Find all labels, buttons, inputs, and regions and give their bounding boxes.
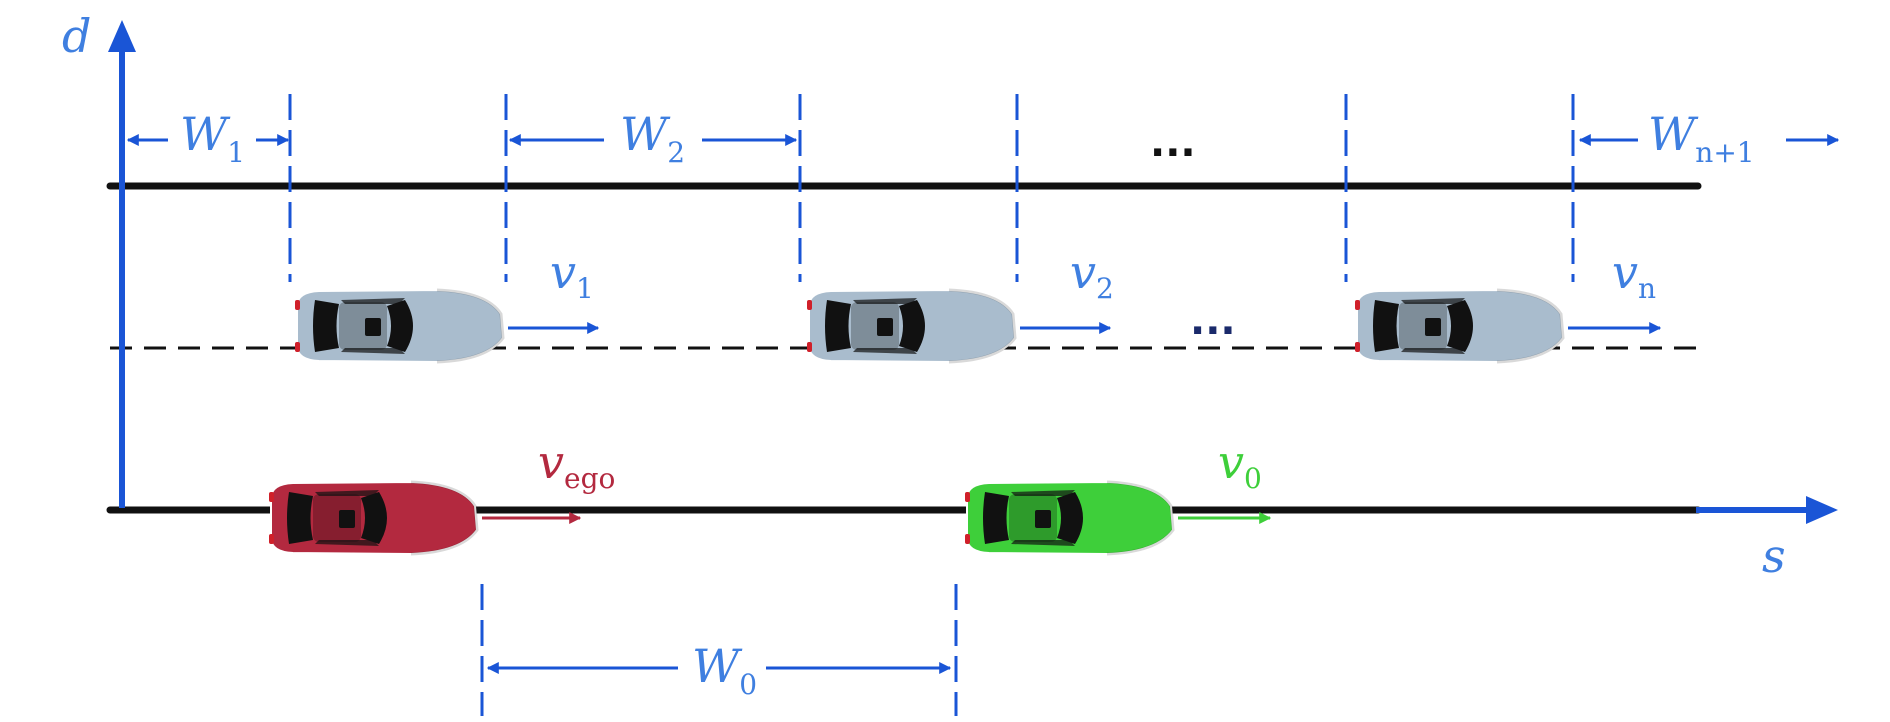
- velocity-label-vego: vego: [538, 435, 615, 495]
- d-axis-label: d: [62, 9, 91, 63]
- gap-w0-label: W0: [692, 639, 757, 701]
- velocity-label-v0: v0: [1218, 435, 1262, 495]
- velocity-label-v1: v1: [550, 245, 594, 305]
- s-axis-arrowhead: [1806, 496, 1838, 524]
- surrounding-car-2: [805, 288, 1017, 364]
- gap-markers-top: [288, 94, 1575, 282]
- front-car: [963, 480, 1175, 556]
- s-axis-label: s: [1762, 529, 1786, 583]
- gap-w2: W2: [508, 107, 798, 169]
- gap-wn1-label: Wn+1: [1648, 107, 1755, 169]
- d-axis-arrowhead: [108, 20, 136, 52]
- velocity-label-vn: vn: [1612, 245, 1656, 305]
- gap-w2-label: W2: [620, 107, 685, 169]
- gap-w1-label: W1: [180, 107, 245, 169]
- ellipsis-middle: ...: [1190, 298, 1236, 344]
- ego-car: [267, 480, 479, 556]
- ellipsis-top: ...: [1150, 120, 1196, 166]
- gap-w1: W1: [126, 107, 290, 169]
- gap-w0: W0: [486, 639, 952, 701]
- gap-markers-bottom: [480, 584, 958, 716]
- surrounding-car-n: [1353, 288, 1565, 364]
- gap-wn1: Wn+1: [1578, 107, 1840, 169]
- velocity-label-v2: v2: [1070, 245, 1114, 305]
- surrounding-car-1: [293, 288, 505, 364]
